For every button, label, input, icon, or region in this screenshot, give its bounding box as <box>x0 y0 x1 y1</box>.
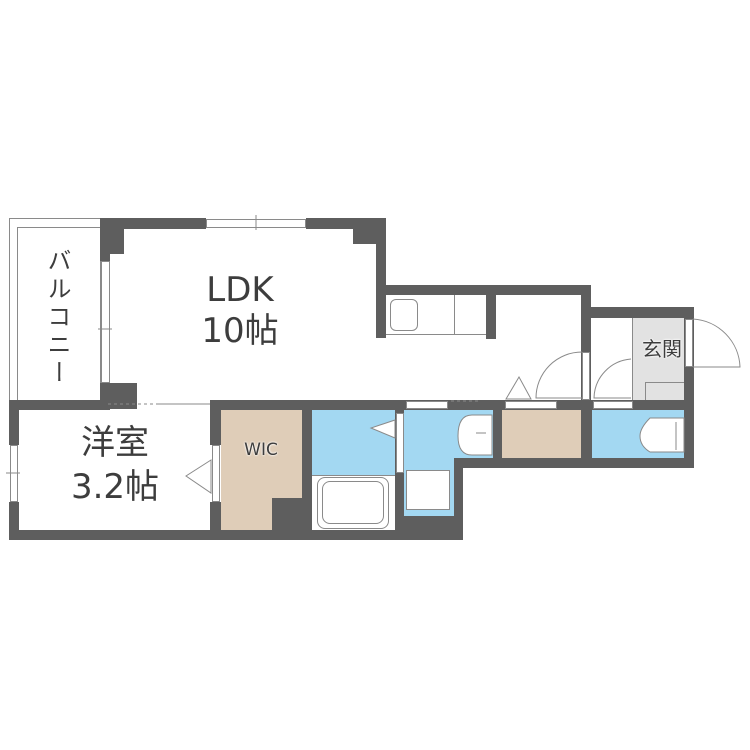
entrance-label: 玄関 <box>642 337 682 361</box>
bathtub <box>317 477 389 529</box>
bathtub-inner <box>322 481 384 524</box>
wall-entrance-right <box>684 307 694 459</box>
wall-wic-right <box>302 400 312 540</box>
window-western-right <box>212 445 220 502</box>
washing-machine <box>406 470 450 510</box>
wall-ldk-left-upper <box>100 218 110 261</box>
storage-floor <box>502 410 582 458</box>
wall-western-left-lower <box>9 502 19 540</box>
wall-storage-right <box>582 400 592 468</box>
wall-western-left-upper <box>9 400 19 445</box>
wic-label: WIC <box>244 440 278 460</box>
door-frame-entrance <box>685 319 693 367</box>
door-frame-toilet <box>593 401 633 409</box>
balcony-label: バルコニー <box>43 248 71 388</box>
kitchen-sink <box>390 299 418 331</box>
wall-ldk-top-right <box>306 218 386 229</box>
wall-bath-bottom <box>395 516 463 540</box>
wall-middle-left <box>9 400 110 410</box>
wall-western-right-lower <box>210 502 221 540</box>
wall-entrance-top <box>581 307 694 318</box>
balcony-inner <box>17 227 101 402</box>
wall-lav-right <box>493 400 502 468</box>
ldk-name: LDK <box>206 270 274 310</box>
door-frame-hall <box>582 352 590 400</box>
wall-ldk-right-upper <box>376 218 386 338</box>
entrance-line <box>632 318 633 400</box>
wall-middle-right <box>210 400 694 410</box>
wall-kitchen-top <box>376 285 591 295</box>
window-washroom-door <box>396 413 404 473</box>
washroom-floor <box>312 410 395 475</box>
ldk-size: 10帖 <box>201 311 279 351</box>
wall-lav-lower <box>454 458 463 540</box>
window-ldk-left <box>101 261 110 383</box>
wall-lav-step <box>454 458 694 468</box>
kitchen-divider-line <box>454 295 455 335</box>
door-frame-storage <box>505 401 557 409</box>
western-room-name: 洋室 <box>81 423 149 463</box>
kitchen-counter <box>386 295 486 335</box>
wall-ldk-top-left <box>100 218 206 229</box>
wall-bottom <box>9 530 463 540</box>
entrance-step <box>645 382 684 400</box>
wall-western-right <box>210 400 221 445</box>
western-room-size: 3.2帖 <box>70 467 160 507</box>
door-frame-lav <box>406 401 448 409</box>
entrance-floor <box>632 318 684 400</box>
wall-kitchen-divider <box>486 285 496 339</box>
